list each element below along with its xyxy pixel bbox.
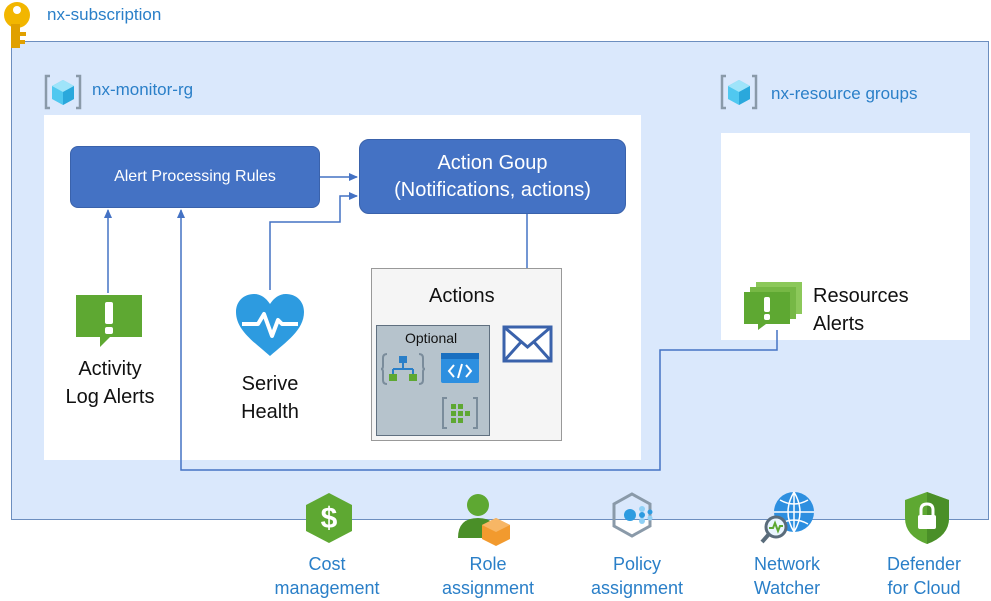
activity-label-line2: Log Alerts [65,386,155,408]
logic-app-icon [380,352,426,386]
service-line1: Cost [308,554,346,574]
service-health-label: Serive Health [210,370,330,426]
resource-alerts-line2: Alerts [813,313,865,335]
resource-groups-label: nx-resource groups [771,84,918,103]
service-line2: management [274,578,380,598]
service-line1: Role [469,554,507,574]
service-line1: Policy [612,554,661,574]
action-group-subtitle: (Notifications, actions) [394,178,591,201]
alert-icon [74,293,144,349]
resource-group-icon [43,72,83,112]
service-health-line1: Serive [241,373,299,395]
email-icon [502,325,553,363]
policy-icon [610,492,662,544]
action-group-box[interactable]: Action Goup (Notifications, actions) [359,139,626,214]
service-line2: assignment [441,578,535,598]
monitor-rg-label: nx-monitor-rg [92,80,194,99]
role-assignment-icon [458,492,510,546]
action-group-title: Action Goup [437,151,548,174]
service-role-assignment: Role assignment [418,552,558,600]
defender-icon [903,490,951,546]
svg-text:$: $ [321,502,338,535]
alert-processing-rules-label: Alert Processing Rules [114,168,276,185]
cost-management-icon: $ [303,492,355,544]
key-icon [0,0,36,52]
webhook-icon [441,353,479,383]
alert-processing-rules-box[interactable]: Alert Processing Rules [70,146,320,208]
alerts-stack-icon [744,282,802,330]
actions-title: Actions [429,285,495,307]
service-line1: Network [753,554,820,574]
activity-log-alerts-label: Activity Log Alerts [50,355,170,411]
network-watcher-icon [760,490,818,546]
service-policy-assignment: Policy assignment [567,552,707,600]
service-line1: Defender [886,554,962,574]
resource-alerts-line1: Resources [813,285,909,307]
heart-icon [234,292,306,358]
optional-label: Optional [405,330,458,346]
service-defender-for-cloud: Defender for Cloud [854,552,991,600]
service-line2: for Cloud [887,578,961,598]
service-cost-management: Cost management [257,552,397,600]
activity-label-line1: Activity [78,358,142,380]
service-line2: assignment [590,578,684,598]
service-health-line2: Health [241,401,299,423]
resource-alerts-label: Resources Alerts [813,282,909,338]
service-network-watcher: Network Watcher [717,552,857,600]
subscription-label: nx-subscription [47,5,162,24]
resource-groups-icon [719,72,759,112]
service-line2: Watcher [753,578,821,598]
function-icon [441,396,479,430]
